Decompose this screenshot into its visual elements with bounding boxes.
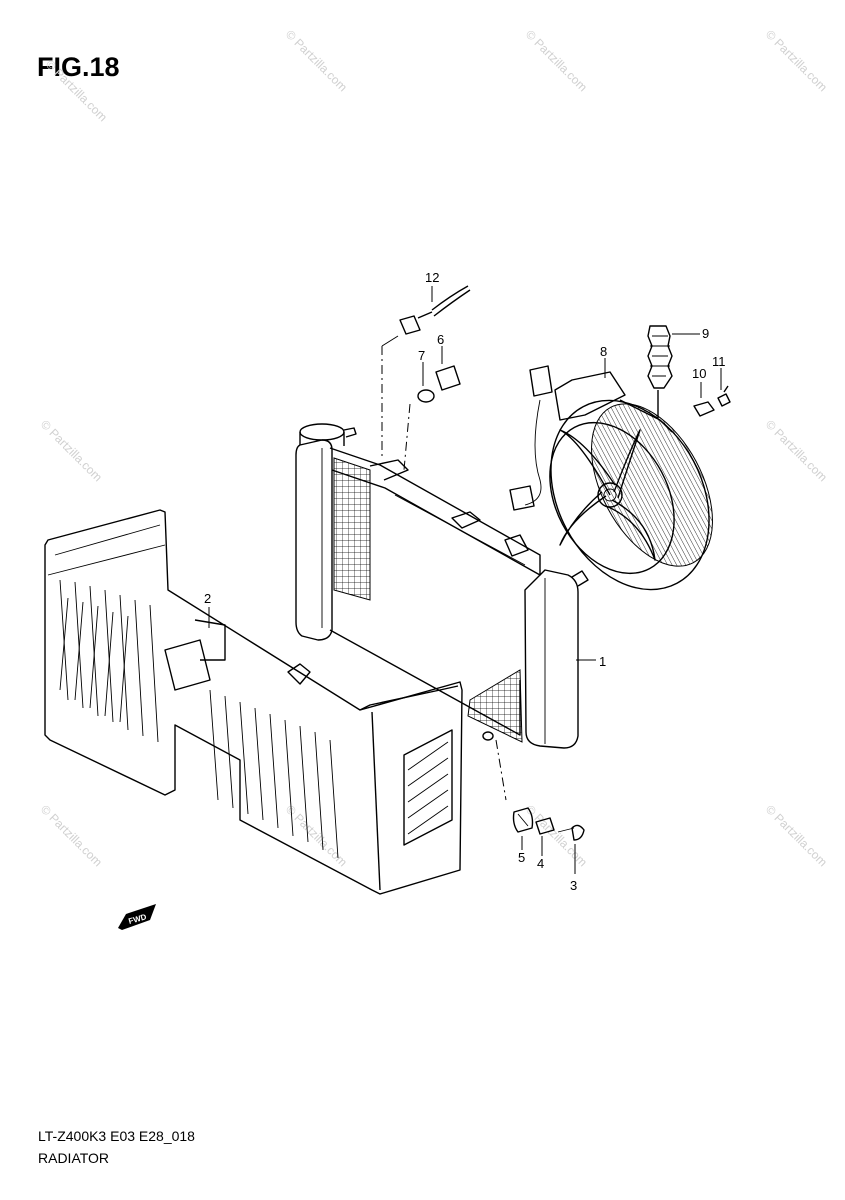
watermark-text: © Partzilla.com [523,27,590,94]
watermark-text: © Partzilla.com [763,802,830,869]
watermark-text: © Partzilla.com [283,27,350,94]
o-ring-part-7 [403,362,435,471]
cushion-part-5 [495,739,534,850]
shroud-part-2 [44,509,463,895]
fan-assembly-part-8 [509,358,713,591]
callout-9: 9 [702,326,709,341]
fwd-arrow-icon: FWD [118,904,156,930]
watermark-text: © Partzilla.com [523,802,590,869]
callout-11: 11 [712,354,726,369]
callout-12: 12 [425,270,439,285]
callout-3: 3 [570,878,577,893]
grommet-part-9 [647,325,700,418]
watermark-text: © Partzilla.com [763,27,830,94]
watermark-text: © Partzilla.com [38,802,105,869]
callout-4: 4 [537,856,544,871]
switch-part-6 [435,346,461,391]
section-name: RADIATOR [38,1150,110,1166]
model-code: LT-Z400K3 E03 E28_018 [38,1128,195,1144]
bolt-part-11 [717,368,731,407]
watermark-text: © Partzilla.com [763,417,830,484]
callout-8: 8 [600,344,607,359]
figure-title: FIG.18 [37,52,120,82]
callout-6: 6 [437,332,444,347]
callout-5: 5 [518,850,525,865]
callout-7: 7 [418,348,425,363]
thermo-switch-part-12 [381,285,471,460]
bolt-part-3 [557,824,585,874]
nut-part-10 [693,382,715,417]
collar-part-4 [535,817,555,856]
watermark-text: © Partzilla.com [43,57,110,124]
callout-2: 2 [204,591,211,606]
watermark-text: © Partzilla.com [38,417,105,484]
callout-1: 1 [599,654,606,669]
radiator-part-1 [295,423,596,749]
callout-10: 10 [692,366,706,381]
